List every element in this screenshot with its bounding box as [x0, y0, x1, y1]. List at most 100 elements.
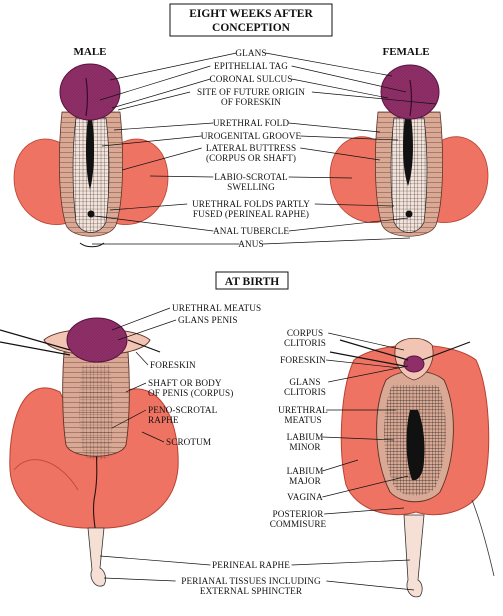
top-title-box: EIGHT WEEKS AFTER CONCEPTION: [169, 3, 333, 37]
top-title-line2: CONCEPTION: [212, 22, 291, 34]
embryo-male-figure: [13, 63, 169, 248]
label-coronal-sulcus-leader-female: [291, 78, 389, 99]
label-urethral-folds-fused-line2: FUSED (PERINEAL RAPHE): [193, 209, 309, 219]
label-urogenital-groove: UROGENITAL GROOVE: [201, 131, 302, 141]
label-perianal-tissues-leader-male: [103, 577, 176, 582]
retractor-left-2: [0, 341, 71, 356]
label-labium-major-line2: MAJOR: [289, 476, 321, 486]
perineal-tail-female: [403, 514, 425, 598]
label-labium-minor-line1: LABIUM: [287, 432, 324, 442]
scrotum-left-lobe: [13, 459, 79, 491]
label-glans-clitoris-leader: [328, 365, 409, 383]
label-labio-scrotal-line1: LABIO-SCROTAL: [214, 172, 288, 182]
label-perineal-raphe: PERINEAL RAPHE: [212, 560, 290, 570]
vagina-opening: [406, 410, 425, 481]
label-labio-scrotal-line2: SWELLING: [227, 182, 275, 192]
label-urogenital-groove-leader-male: [101, 135, 202, 147]
bottom-title-box: AT BIRTH: [215, 271, 289, 290]
label-labium-major-leader: [322, 459, 359, 472]
label-urethral-fold-leader-female: [288, 122, 381, 133]
label-future-foreskin-leader-female: [311, 91, 437, 105]
male-label: MALE: [74, 46, 107, 58]
perineal-tail-male: [87, 527, 107, 587]
label-anal-tubercle-leader-female: [288, 217, 409, 232]
label-urethral-fold: URETHRAL FOLD: [213, 118, 290, 128]
label-peno-scrotal-raphe-line1: PENO-SCROTAL: [148, 405, 218, 415]
label-perianal-tissues-line2: EXTERNAL SPHINCTER: [200, 586, 303, 596]
label-glans-penis-leader: [117, 319, 177, 341]
retractor-f-left: [339, 339, 409, 361]
label-foreskin-f: FORESKIN: [280, 355, 326, 365]
label-lateral-buttress-leader-female: [300, 147, 381, 161]
label-lateral-buttress-line1: LATERAL BUTTRESS: [206, 143, 296, 153]
label-perianal-tissues-line1: PERIANAL TISSUES INCLUDING: [181, 576, 321, 586]
label-perianal-tissues-leader-female: [326, 580, 415, 591]
label-urogenital-groove-leader-female: [300, 135, 399, 141]
label-urethral-folds-fused-line1: URETHRAL FOLDS PARTLY: [192, 199, 310, 209]
top-labels: GLANS EPITHELIAL TAG CORONAL SULCUS SITE OF…: [92, 48, 437, 249]
label-anal-tubercle: ANAL TUBERCLE: [213, 226, 289, 236]
label-shaft-line2: OF PENIS (CORPUS): [148, 388, 233, 398]
label-peno-scrotal-raphe-line2: RAPHE: [148, 415, 179, 425]
label-scrotum: SCROTUM: [166, 437, 211, 447]
groove-slit-male: [85, 118, 95, 190]
label-perineal-raphe-leader-male: [99, 555, 211, 566]
label-vagina-leader: [322, 475, 409, 498]
label-coronal-sulcus-leader-male: [111, 78, 211, 109]
label-urethral-fold-leader-male: [113, 122, 214, 131]
top-title-line1: EIGHT WEEKS AFTER: [189, 8, 313, 20]
label-urethral-folds-fused-leader-male: [109, 203, 188, 211]
label-shaft-line1: SHAFT OR BODY: [148, 378, 222, 388]
female-label: FEMALE: [382, 46, 429, 58]
label-labium-minor-line2: MINOR: [289, 442, 321, 452]
label-labium-major-line1: LABIUM: [287, 466, 324, 476]
label-posterior-commisure-line2: COMMISURE: [270, 519, 327, 529]
label-glans-penis: GLANS PENIS: [178, 315, 238, 325]
label-corpus-clitoris-line1: CORPUS: [287, 328, 323, 338]
label-corpus-clitoris-line2: CLITORIS: [284, 338, 326, 348]
birth-female-figure: [329, 337, 495, 598]
label-urethral-folds-fused-leader-female: [314, 203, 395, 207]
label-glans-leader-male: [109, 52, 237, 81]
anal-tubercle-female: [405, 210, 413, 218]
label-vagina: VAGINA: [287, 492, 323, 502]
label-anal-tubercle-leader-male: [93, 215, 214, 232]
bottom-title: AT BIRTH: [225, 276, 280, 288]
label-lateral-buttress-leader-male: [121, 147, 202, 171]
label-glans-clitoris-line1: GLANS: [289, 377, 320, 387]
label-urethral-meatus-leader: [111, 307, 171, 331]
glans-clitoris: [403, 355, 425, 373]
label-foreskin-f-leader: [326, 359, 401, 369]
label-coronal-sulcus: CORONAL SULCUS: [210, 74, 293, 84]
label-anus-leader-female: [262, 237, 411, 245]
label-epithelial-tag-leader-female: [291, 65, 407, 93]
label-anus: ANUS: [238, 239, 263, 249]
label-foreskin-leader: [135, 351, 149, 366]
retractor-left-1: [0, 329, 71, 351]
label-foreskin: FORESKIN: [150, 360, 196, 370]
anal-tubercle-male: [87, 210, 95, 218]
label-glans-leader-female: [265, 52, 393, 77]
label-peno-scrotal-raphe-leader: [111, 409, 147, 429]
label-labio-scrotal-leader-male: [149, 175, 214, 178]
label-glans-clitoris-line2: CLITORIS: [284, 387, 326, 397]
label-epithelial-tag: EPITHELIAL TAG: [214, 61, 288, 71]
label-perineal-raphe-leader-female: [291, 559, 411, 566]
label-posterior-commisure-line1: POSTERIOR: [273, 509, 325, 519]
embryo-female-figure: [329, 64, 489, 237]
label-lateral-buttress-line2: (CORPUS OR SHAFT): [206, 153, 296, 163]
label-posterior-commisure-leader: [324, 507, 405, 515]
label-glans: GLANS: [235, 48, 266, 58]
groove-slit-female: [403, 116, 413, 186]
label-future-foreskin-line2: OF FORESKIN: [221, 97, 281, 107]
retractor-f-right: [421, 341, 471, 361]
label-urethral-meatus-f-line2: MEATUS: [284, 415, 321, 425]
label-future-foreskin-leader-male: [117, 91, 191, 111]
retractor-f-left2: [329, 351, 405, 367]
label-future-foreskin-line1: SITE OF FUTURE ORIGIN: [197, 87, 305, 97]
label-scrotum-leader: [141, 431, 165, 443]
label-labio-scrotal-leader-female: [288, 176, 353, 179]
retractor-right: [127, 339, 161, 353]
